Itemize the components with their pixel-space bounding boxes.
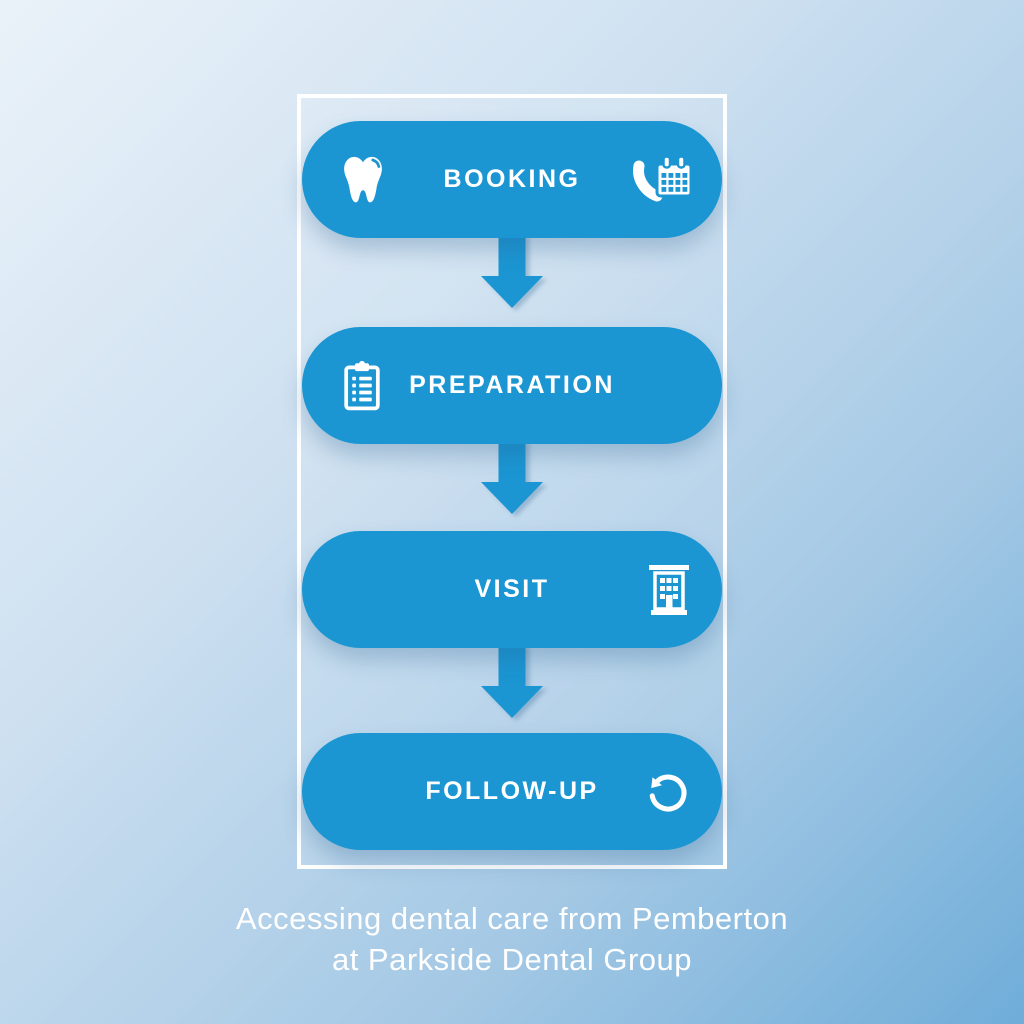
step-label: BOOKING [443,165,581,193]
step-booking: BOOKING [302,121,722,238]
clinic-building-icon [649,564,689,615]
step-label: FOLLOW-UP [425,777,599,805]
down-arrow-icon [481,644,543,718]
caption: Accessing dental care from Pemberton at … [0,898,1024,980]
repeat-arrow-icon [649,774,687,812]
step-label: VISIT [474,575,550,603]
caption-line-2: at Parkside Dental Group [331,942,693,977]
down-arrow-icon [481,440,543,514]
step-label: PREPARATION [409,371,615,399]
clipboard-checklist-icon [344,360,380,410]
down-arrow-icon [481,234,543,308]
step-visit: VISIT [302,531,722,648]
caption-line-1: Accessing dental care from Pemberton [235,901,789,936]
step-follow-up: FOLLOW-UP [302,733,722,850]
phone-calendar-icon [633,154,693,201]
tooth-icon [344,156,382,202]
step-preparation: PREPARATION [302,327,722,444]
